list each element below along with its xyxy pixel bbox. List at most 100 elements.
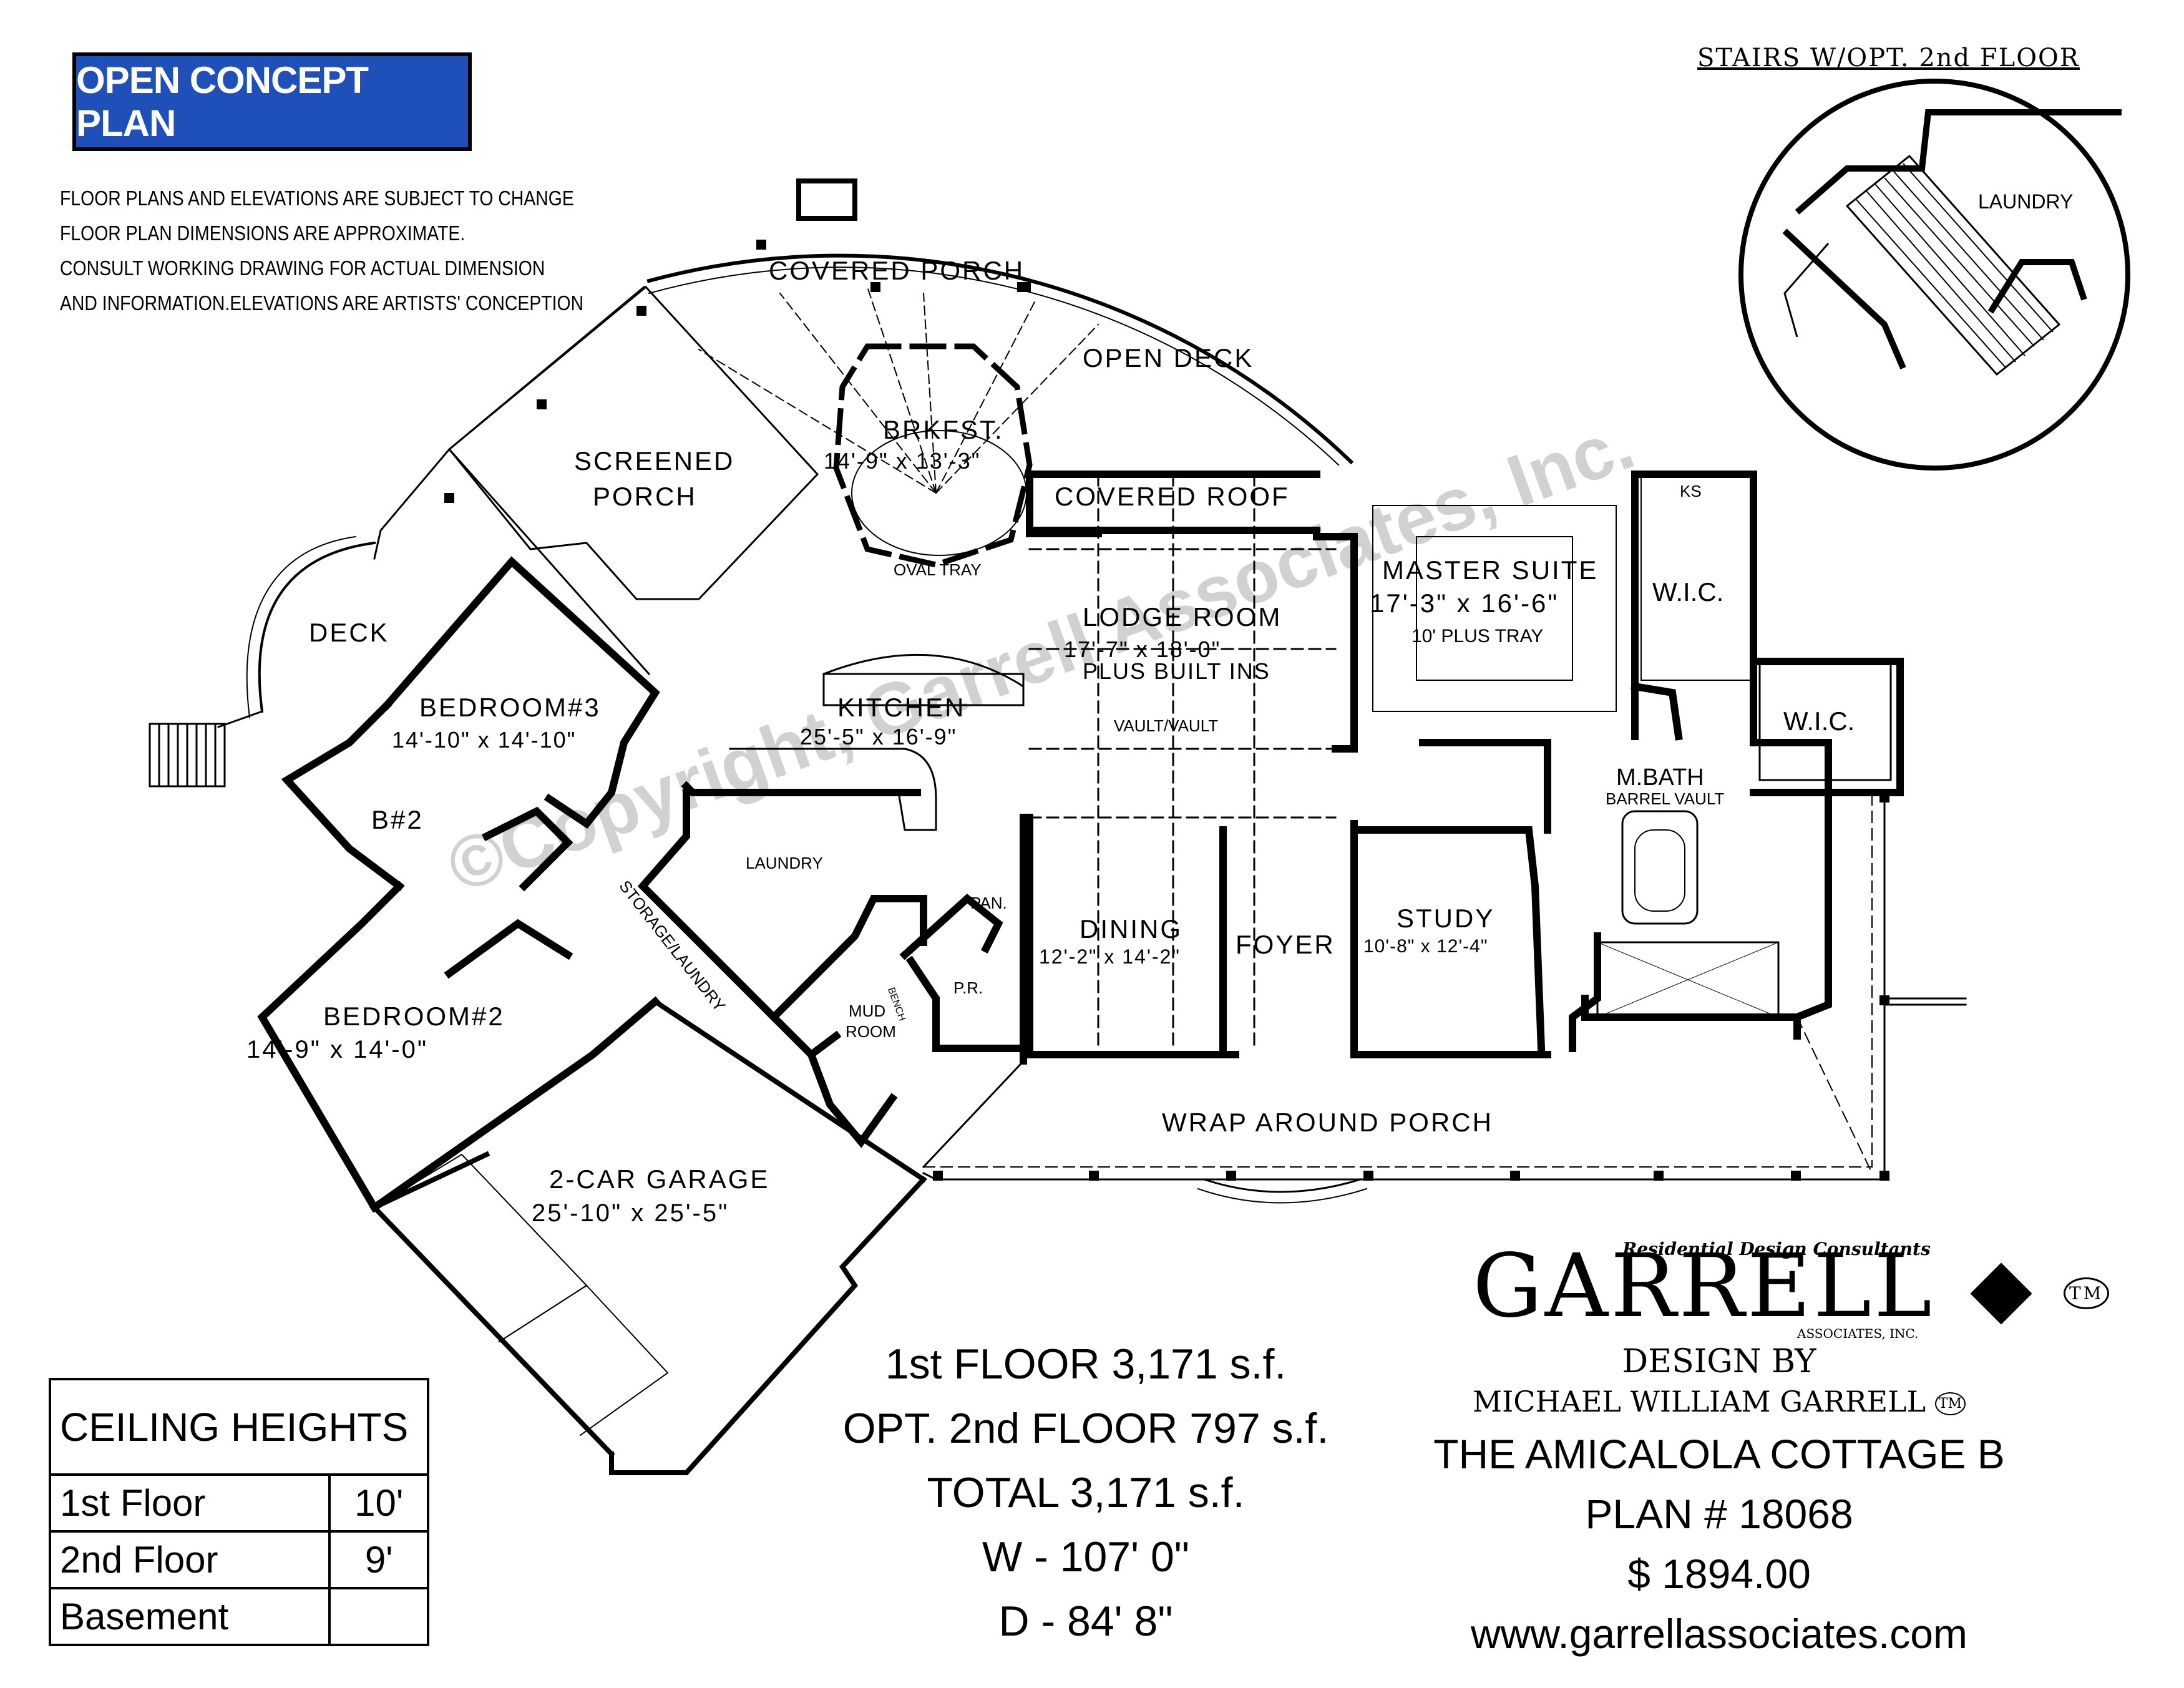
stat-width: W - 107' 0" (982, 1533, 1189, 1581)
logo-tagline: Residential Design Consultants (1622, 1239, 1931, 1259)
deck-label: DECK (309, 618, 389, 647)
open-concept-banner: OPEN CONCEPT PLAN (72, 52, 472, 151)
bedroom2-dim: 14'-9" x 14'-0" (246, 1036, 429, 1063)
b2-label: B#2 (371, 805, 424, 834)
plan-name: THE AMICALOLA COTTAGE B (1433, 1431, 2005, 1477)
wrap-porch-label: WRAP AROUND PORCH (1162, 1108, 1493, 1137)
lodge-room-dim: 17'-7" x 18'-0" (1064, 637, 1221, 662)
bedroom3-label: BEDROOM#3 (419, 693, 601, 722)
mud-room-label-1: MUD (849, 1002, 886, 1020)
banner-label: OPEN CONCEPT PLAN (76, 59, 369, 144)
master-tray-label: 10' PLUS TRAY (1411, 626, 1544, 646)
deck-stair (149, 723, 226, 788)
disclaimer-line: AND INFORMATION.ELEVATIONS ARE ARTISTS' … (60, 291, 584, 315)
master-suite-label: MASTER SUITE (1382, 555, 1599, 585)
logo-name: GARRELL (1473, 1236, 1934, 1337)
plan-number: PLAN # 18068 (1585, 1491, 1853, 1537)
disclaimer: FLOOR PLANS AND ELEVATIONS ARE SUBJECT T… (60, 181, 583, 321)
ceiling-row-label: Basement (48, 1587, 331, 1646)
screened-porch-outline (447, 285, 819, 600)
garage-doors (373, 1153, 669, 1437)
pantry-label: PAN. (970, 894, 1007, 912)
deck-curve (258, 541, 376, 713)
screened-porch-label-2: PORCH (593, 482, 697, 511)
shower (1596, 941, 1780, 1018)
disclaimer-line: FLOOR PLAN DIMENSIONS ARE APPROXIMATE. (60, 222, 466, 245)
ceiling-row-label: 2nd Floor (48, 1530, 331, 1590)
designer-name-text: MICHAEL WILLIAM GARRELL (1473, 1385, 1926, 1418)
barrel-vault-label: BARREL VAULT (1606, 789, 1725, 808)
garrell-logo: GARRELL TM (1473, 1236, 2110, 1337)
garage-dim: 25'-10" x 25'-5" (532, 1199, 729, 1227)
porch-beams (698, 286, 1099, 494)
garage-label: 2-CAR GARAGE (549, 1164, 770, 1194)
plan-price: $ 1894.00 (1627, 1551, 1811, 1597)
screened-porch-label-1: SCREENED (574, 446, 735, 476)
design-by-label: DESIGN BY (1622, 1343, 1816, 1380)
ceiling-row-label: 1st Floor (48, 1473, 331, 1533)
wic-label-2: W.I.C. (1783, 706, 1855, 736)
mud-room-label-2: ROOM (846, 1022, 896, 1041)
ceiling-row-value (328, 1587, 429, 1646)
stat-depth: D - 84' 8" (998, 1598, 1173, 1645)
foyer-label: FOYER (1236, 930, 1335, 959)
inset-title: STAIRS W/OPT. 2nd FLOOR (1697, 44, 2080, 72)
dining-label: DINING (1080, 914, 1182, 944)
diamond-icon (1970, 1262, 2032, 1324)
breakfast-bay (833, 343, 1033, 568)
ceiling-row-value: 10' (328, 1473, 429, 1533)
built-ins-label: PLUS BUILT INS (1083, 658, 1270, 684)
tub (1621, 810, 1699, 925)
kitchen-dim: 25'-5" x 16'-9" (800, 724, 957, 749)
oval-tray-label: OVAL TRAY (894, 560, 982, 579)
website-link[interactable]: www.garrellassociates.com (1471, 1611, 1967, 1657)
ks-label: KS (1680, 482, 1702, 500)
stat-first-floor: 1st FLOOR 3,171 s.f. (885, 1340, 1287, 1388)
study-label: STUDY (1397, 904, 1495, 933)
central-grid (1028, 473, 1337, 1050)
brkfst-dim: 14'-9" x 13'-3" (824, 448, 981, 474)
open-deck-label: OPEN DECK (1083, 343, 1254, 373)
covered-roof-label: COVERED ROOF (1055, 482, 1290, 511)
study-dim: 10'-8" x 12'-4" (1363, 936, 1488, 957)
master-tray (1372, 505, 1617, 712)
covered-porch-label: COVERED PORCH (769, 256, 1025, 285)
wic-label-1: W.I.C. (1652, 577, 1724, 607)
master-bath-label: M.BATH (1616, 764, 1704, 791)
master-suite-dim: 17'-3" x 16'-6" (1370, 588, 1559, 618)
outdoor-fireplace (796, 178, 857, 221)
brkfst-label: BRKFST. (883, 415, 1004, 444)
trademark-icon: TM (2063, 1277, 2110, 1309)
disclaimer-line: FLOOR PLANS AND ELEVATIONS ARE SUBJECT T… (60, 187, 574, 210)
bedroom2-label: BEDROOM#2 (323, 1002, 505, 1031)
porch-posts (444, 240, 1889, 1181)
plan-credits: DESIGN BY MICHAEL WILLIAM GARRELL TM THE… (1392, 1342, 2047, 1664)
powder-room-label: P.R. (953, 978, 983, 997)
wrap-porch (922, 791, 1967, 1204)
designer-name: MICHAEL WILLIAM GARRELL TM (1392, 1382, 2047, 1424)
stat-total: TOTAL 3,171 s.f. (927, 1469, 1245, 1516)
laundry-label: LAUNDRY (746, 854, 823, 872)
square-footage-stats: 1st FLOOR 3,171 s.f. OPT. 2nd FLOOR 797 … (805, 1332, 1367, 1654)
kitchen-walls (637, 781, 1027, 1148)
stairs-inset (1738, 79, 2130, 471)
dining-dim: 12'-2" x 14'-2" (1039, 945, 1181, 968)
open-deck-arc (646, 253, 1354, 465)
bedroom3-dim: 14'-10" x 14'-10" (392, 727, 577, 753)
inset-laundry-label: LAUNDRY (1978, 190, 2074, 213)
stat-second-floor: OPT. 2nd FLOOR 797 s.f. (842, 1405, 1329, 1452)
open-deck-arc-inner (648, 266, 1340, 466)
kitchen-island (822, 673, 1025, 706)
kitchen-label: KITCHEN (837, 693, 966, 722)
vault-label: VAULT/VAULT (1114, 716, 1219, 735)
logo-associates: ASSOCIATES, INC. (1797, 1326, 1919, 1341)
covered-porch-outline (447, 285, 651, 676)
ceiling-heights-table: CEILING HEIGHTS 1st Floor 10' 2nd Floor … (48, 1377, 429, 1646)
disclaimer-line: CONSULT WORKING DRAWING FOR ACTUAL DIMEN… (60, 256, 545, 280)
ceiling-heights-title: CEILING HEIGHTS (49, 1377, 429, 1476)
trademark-icon: TM (1934, 1392, 1966, 1415)
kitchen-counter (729, 748, 937, 831)
garage-walls (371, 998, 927, 1475)
lodge-room-label: LODGE ROOM (1083, 602, 1282, 632)
